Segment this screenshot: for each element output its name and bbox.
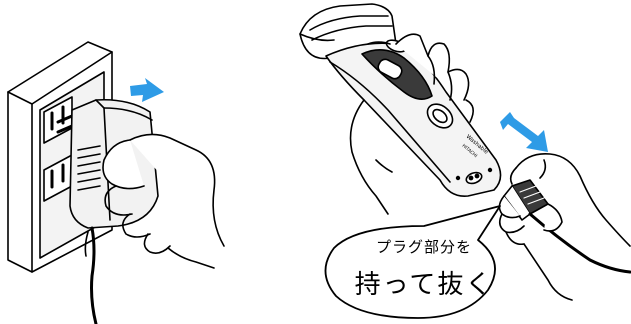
ac-adapter	[56, 98, 159, 324]
callout-text-line2: 持って抜く	[354, 270, 494, 300]
callout-text-line1: プラグ部分を	[375, 238, 472, 256]
hand-right	[498, 152, 631, 301]
blue-arrow-icon-right	[500, 112, 548, 152]
outlet-socket-upper	[43, 96, 73, 144]
shaver: Washable HITACHI	[299, 3, 502, 197]
outlet-socket-lower	[43, 154, 73, 202]
hand-left	[102, 133, 225, 269]
speech-bubble	[324, 205, 501, 319]
blue-arrow-icon-left	[130, 78, 164, 102]
hand-holding-shaver	[349, 33, 474, 215]
